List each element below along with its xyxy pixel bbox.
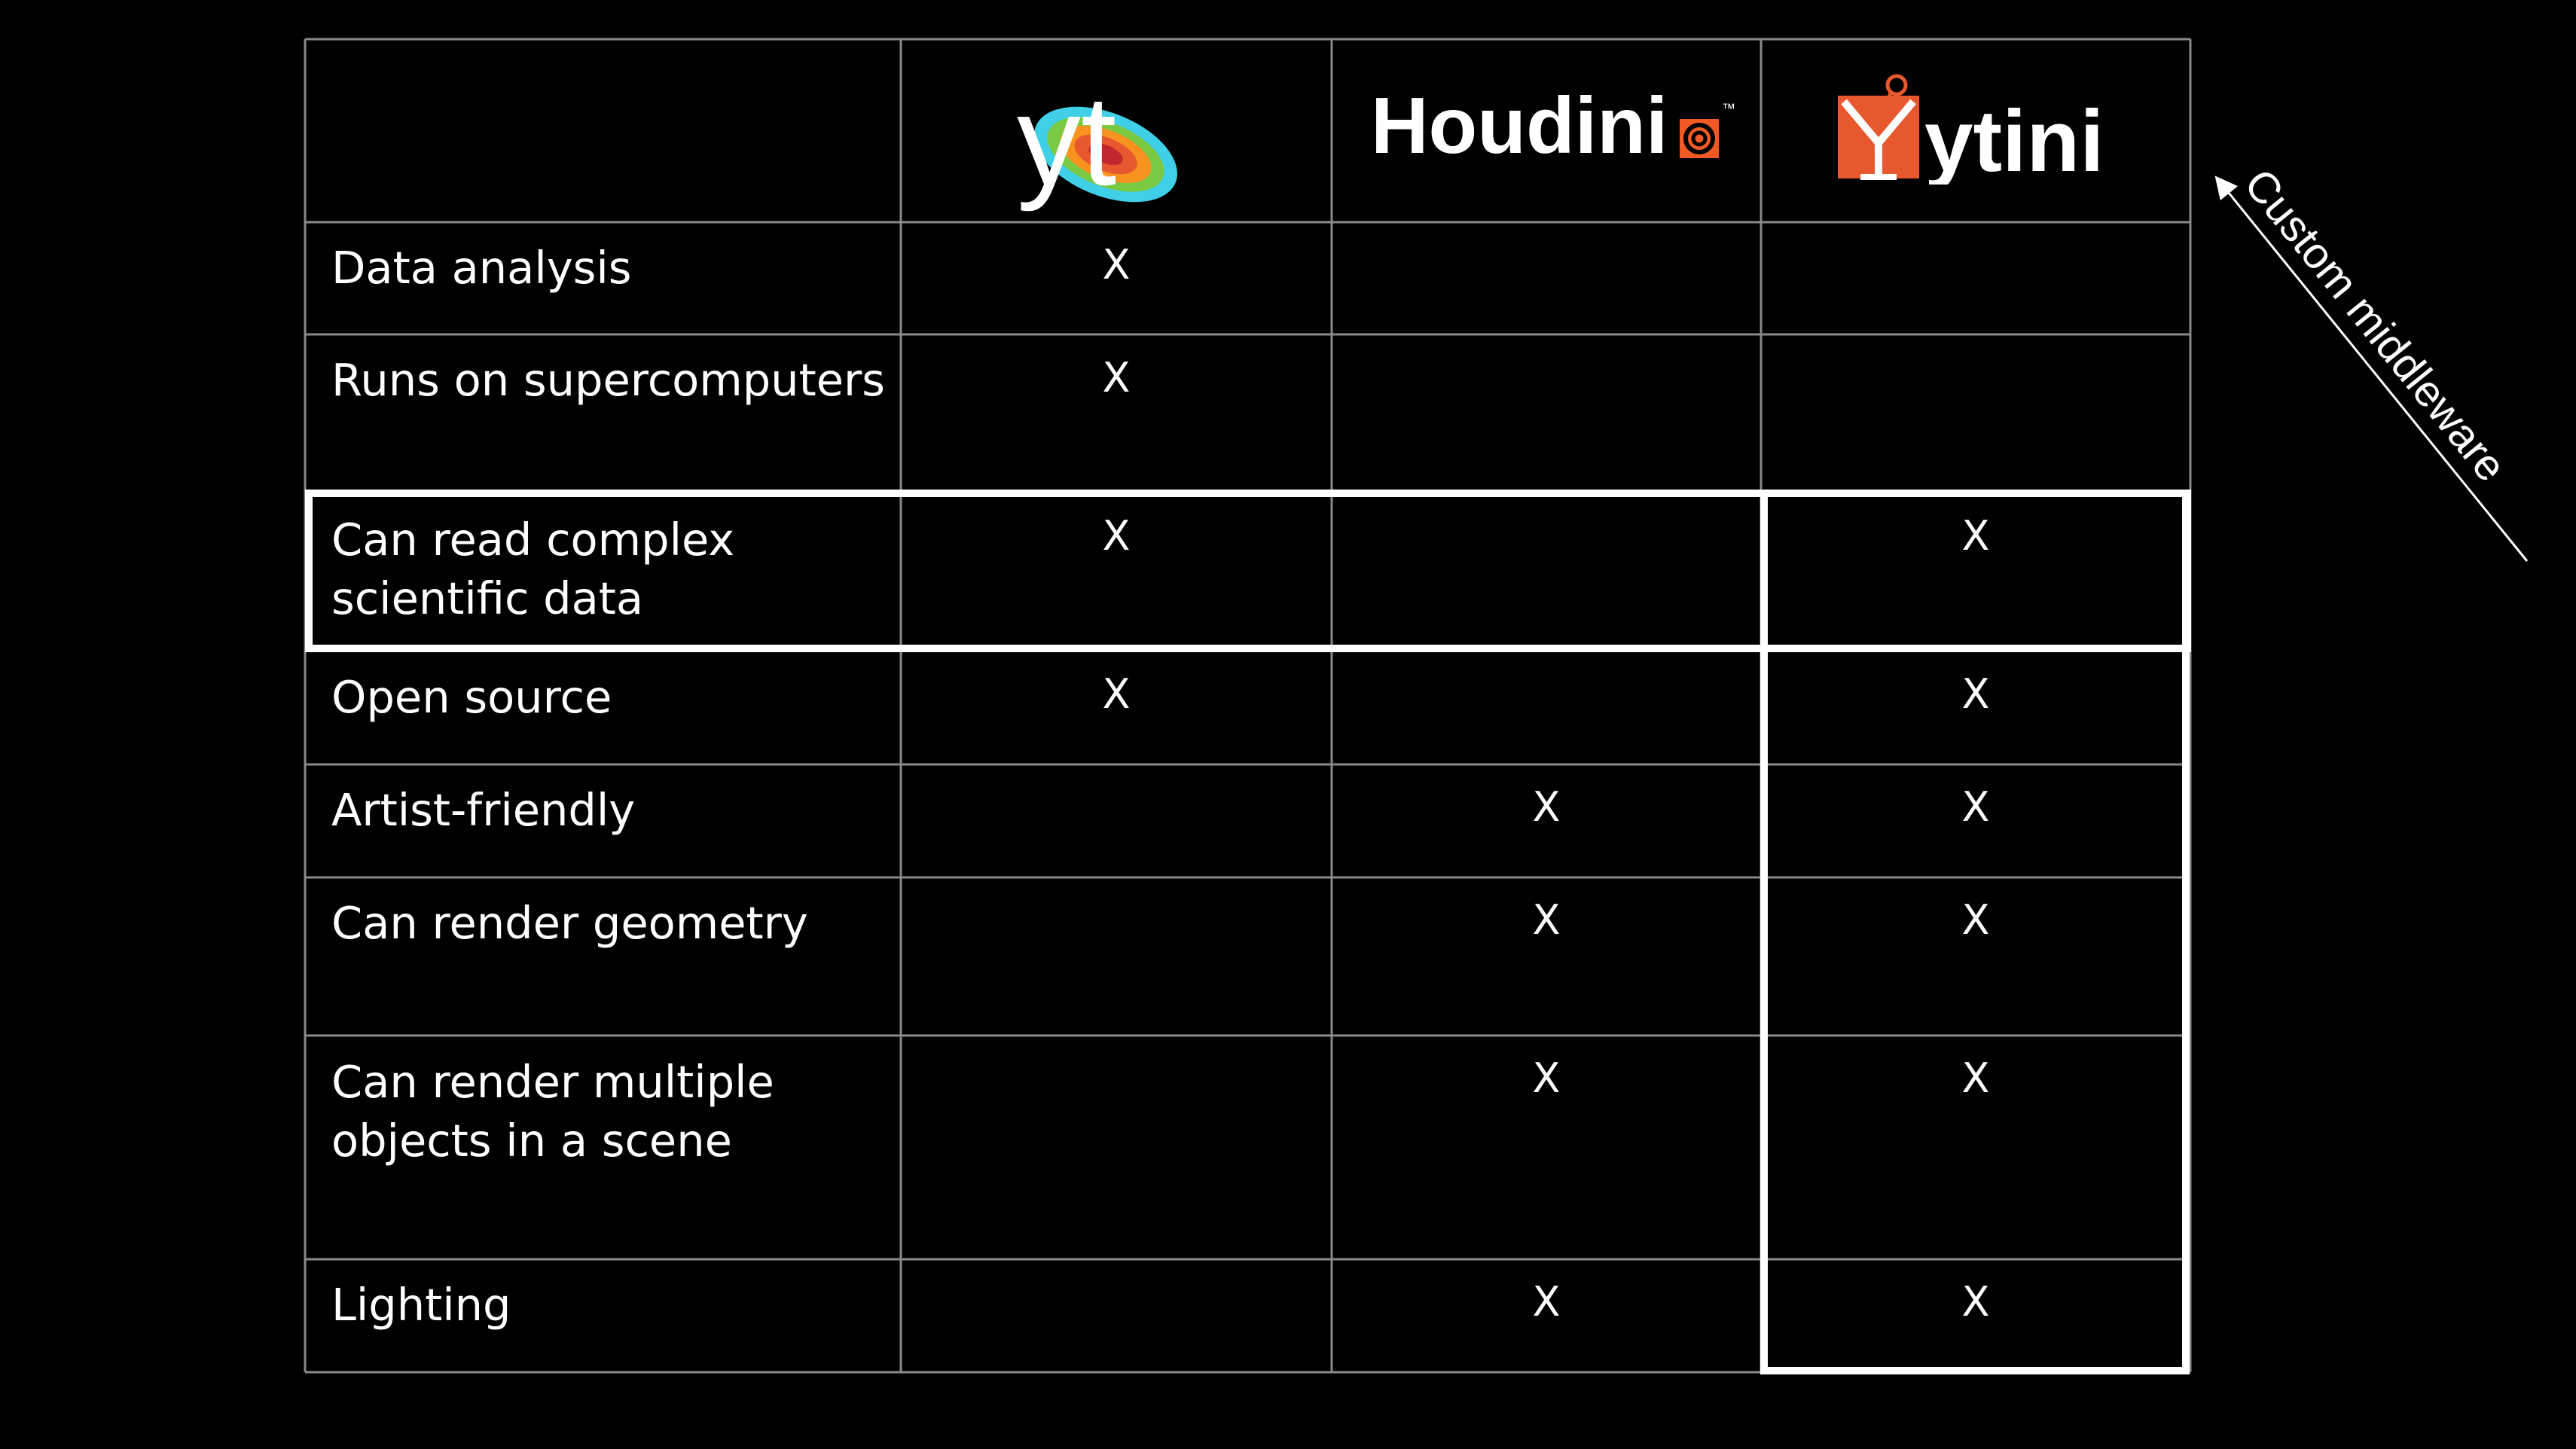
ytini-check-mark: X [1961, 1054, 1990, 1102]
svg-text:Houdini: Houdini [1371, 81, 1668, 164]
yt-check-mark: X [1102, 354, 1131, 401]
feature-label: Can render multiple objects in a scene [331, 1056, 774, 1167]
feature-label: Can render geometry [331, 897, 808, 949]
houdini-logo: Houdini ™ [1371, 81, 1747, 170]
svg-text:ytini: ytini [1924, 92, 2104, 185]
ytini-check-mark: X [1961, 1278, 1990, 1325]
houdini-swirl-icon [1680, 119, 1719, 158]
table-lines [304, 38, 2192, 1374]
ytini-check-mark: X [1961, 896, 1990, 944]
feature-label: Data analysis [331, 242, 632, 294]
feature-label: Can read complex scientific data [331, 514, 735, 624]
feature-label: Runs on supercomputers [331, 354, 885, 406]
ytini-logo: ytini [1838, 72, 2147, 190]
houdini-check-mark: X [1532, 783, 1561, 831]
highlight-ytini-column-box [1760, 490, 2190, 1374]
ytini-check-mark: X [1961, 783, 1990, 831]
houdini-check-mark: X [1532, 1054, 1561, 1102]
middleware-arrow [2214, 175, 2529, 562]
ytini-check-mark: X [1961, 670, 1990, 718]
feature-label: Artist-friendly [331, 784, 636, 836]
feature-label: Lighting [331, 1279, 511, 1331]
svg-text:™: ™ [1722, 101, 1735, 116]
houdini-check-mark: X [1532, 896, 1561, 944]
yt-logo: yt [1017, 83, 1177, 212]
custom-middleware-annotation: Custom middleware [2214, 162, 2529, 562]
svg-text:yt: yt [1017, 83, 1116, 212]
houdini-check-mark: X [1532, 1278, 1561, 1325]
yt-check-mark: X [1102, 241, 1131, 288]
yt-check-mark: X [1102, 512, 1131, 560]
yt-check-mark: X [1102, 670, 1131, 718]
middleware-label: Custom middleware [2235, 162, 2516, 490]
ytini-check-mark: X [1961, 512, 1990, 560]
feature-label: Open source [331, 671, 612, 723]
